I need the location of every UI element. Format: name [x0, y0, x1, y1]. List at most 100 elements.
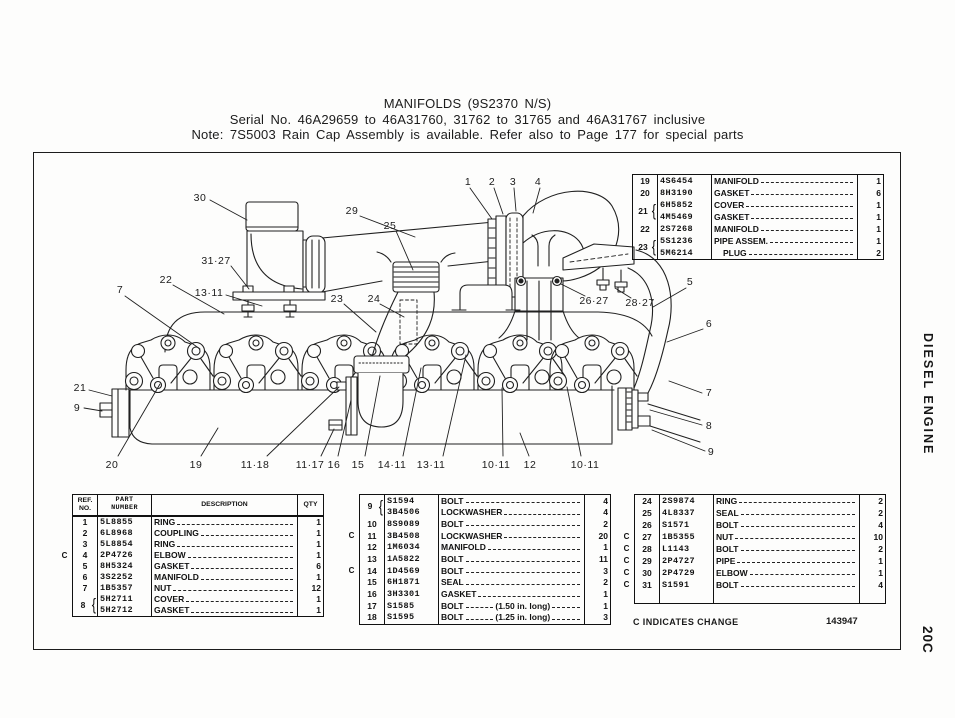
change-marker [344, 612, 360, 624]
part-number: L1143 [659, 543, 714, 555]
part-qty: 1 [859, 555, 886, 567]
change-marker [57, 594, 73, 605]
callout-label: 25 [384, 220, 397, 232]
part-description: BOLT [713, 579, 860, 591]
part-number: 4L8337 [659, 507, 714, 519]
section-label: DIESEL ENGINE [921, 333, 935, 456]
part-number: 3H3301 [384, 588, 439, 601]
page-note: Note: 7S5003 Rain Cap Assembly is availa… [191, 127, 744, 142]
part-number: 1A5822 [384, 553, 439, 566]
ref-no: 19 [632, 174, 658, 187]
ref-no: 27 [634, 531, 660, 543]
ref-no: 3 [72, 539, 98, 550]
part-description: ELBOW [151, 550, 298, 561]
change-marker: C [623, 580, 630, 589]
part-description: MANIFOLD [711, 223, 858, 235]
change-marker [57, 561, 73, 572]
part-qty: 2 [859, 507, 886, 519]
ref-no: 30 [634, 567, 660, 579]
callout-label: 7 [117, 284, 123, 296]
change-marker [344, 577, 360, 589]
change-marker: C [623, 544, 630, 553]
part-description: BOLT [438, 565, 585, 577]
callout-label: 6 [706, 318, 712, 330]
ref-no: 5 [72, 561, 98, 572]
part-qty: 1 [857, 174, 884, 187]
part-qty: 1 [297, 572, 324, 583]
change-marker [344, 600, 360, 612]
callout-label: 5 [687, 276, 693, 288]
callout-label: 8 [706, 420, 712, 432]
part-number: 6H5852 [657, 199, 712, 211]
change-marker [57, 516, 73, 528]
callout-label: 4 [535, 176, 541, 188]
part-number: 3B4506 [384, 506, 439, 519]
part-qty: 3 [584, 565, 611, 577]
ref-no: 18 [359, 611, 385, 625]
callout-label: 19 [190, 459, 203, 471]
ref-no: 9{ [359, 494, 385, 519]
change-marker [344, 542, 360, 554]
part-description: GASKET [711, 187, 858, 199]
part-description: RING [151, 515, 298, 528]
part-description: BOLT [438, 493, 585, 507]
change-marker [619, 507, 635, 519]
part-number: 2S7268 [657, 223, 712, 235]
change-marker [617, 223, 633, 235]
part-qty: 2 [859, 543, 886, 555]
ref-no: 15 [359, 576, 385, 589]
callout-label: 23 [331, 293, 344, 305]
callout-label: 24 [368, 293, 381, 305]
change-marker [617, 199, 633, 211]
part-number: 4S6454 [657, 174, 712, 187]
part-qty: 1 [857, 223, 884, 235]
part-qty: 6 [297, 561, 324, 572]
part-qty: 3 [584, 611, 611, 625]
part-description: NUT [713, 531, 860, 543]
part-qty: 1 [297, 594, 324, 605]
ref-no: 7 [72, 583, 98, 594]
part-number: 2S9874 [659, 494, 714, 507]
part-description: BOLT [438, 518, 585, 531]
callout-label: 11·18 [241, 459, 270, 471]
callout-label: 20 [106, 459, 119, 471]
callout-label: 15 [352, 459, 365, 471]
part-qty: 1 [297, 528, 324, 539]
ref-no: 2 [72, 528, 98, 539]
part-number: 6L8968 [97, 528, 152, 539]
exhaust-elbow [498, 190, 635, 341]
callout-label: 12 [524, 459, 537, 471]
part-number: 1B5357 [97, 583, 152, 594]
part-description: PIPE ASSEM. [711, 235, 858, 247]
part-number: 5M6214 [657, 247, 712, 260]
part-number: S1585 [384, 600, 439, 612]
change-marker [57, 528, 73, 539]
callout-label: 9 [708, 446, 714, 458]
column-header: REF. NO. [72, 494, 98, 517]
part-qty: 1 [857, 211, 884, 223]
part-number: 8H3190 [657, 187, 712, 199]
part-description: BOLT [438, 553, 585, 566]
change-marker [57, 539, 73, 550]
part-description: BOLT(1.50 in. long) [438, 600, 585, 612]
ref-no: 13 [359, 553, 385, 566]
ref-no: 20 [632, 187, 658, 199]
ref-no: 25 [634, 507, 660, 519]
callout-label: 21 [74, 382, 87, 394]
